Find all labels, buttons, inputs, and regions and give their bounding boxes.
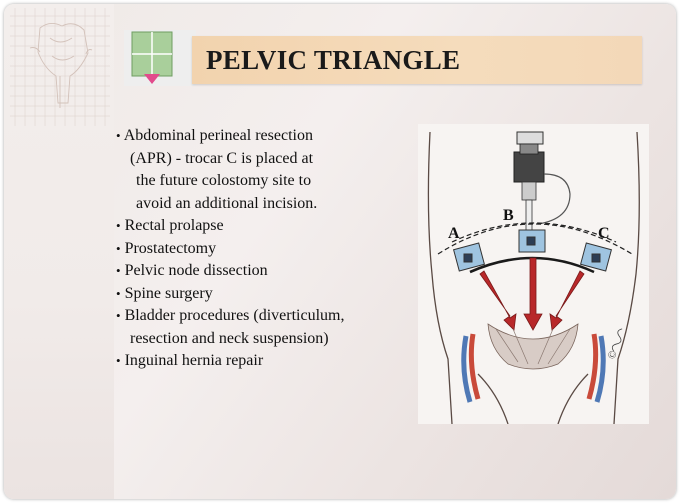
bullet-text: Prostatectomy <box>124 239 217 257</box>
bullet-item-pelvic-node-dissection: • Pelvic node dissection <box>116 260 416 283</box>
label-b: B <box>503 207 514 224</box>
bullet-text: Bladder procedures (diverticulum, <box>124 307 345 324</box>
bullet-item-bladder-procedures: • Bladder procedures (diverticulum, rese… <box>116 305 416 350</box>
bullet-marker: • <box>116 353 121 368</box>
bullet-text: Spine surgery <box>124 284 213 302</box>
anatomy-sketch-watermark <box>10 8 110 126</box>
bullet-text-continued: (APR) - trocar C is placed at <box>130 149 314 167</box>
label-c: C <box>598 225 610 242</box>
dashed-arc <box>437 222 633 255</box>
title-banner: PELVIC TRIANGLE <box>192 36 642 84</box>
bullet-marker: • <box>116 308 121 323</box>
bullet-text: Rectal prolapse <box>124 217 224 234</box>
bullet-text: Inguinal hernia repair <box>124 352 264 369</box>
slide: PELVIC TRIANGLE • Abdominal perineal res… <box>4 4 676 499</box>
trocar-b-icon <box>518 229 546 253</box>
pelvic-anatomy <box>461 323 606 403</box>
bullet-marker: • <box>116 128 121 143</box>
bullet-item-rectal-prolapse: • Rectal prolapse <box>116 215 416 238</box>
trocar-c-icon <box>579 242 613 272</box>
bullet-marker: • <box>116 218 121 233</box>
bullet-text: Pelvic node dissection <box>124 262 268 279</box>
bullet-list: • Abdominal perineal resection (APR) - t… <box>116 125 416 373</box>
bullet-item-spine-surgery: • Spine surgery <box>116 283 416 306</box>
trocar-a-icon <box>452 242 486 272</box>
bullet-item-apr: • Abdominal perineal resection (APR) - t… <box>116 125 416 215</box>
label-a: A <box>448 225 460 242</box>
bullet-text-continued: avoid an additional incision. <box>136 194 318 212</box>
bullet-text-continued: the future colostomy site to <box>136 172 312 189</box>
trocar-placement-illustration: A B C © <box>418 124 649 424</box>
torso-outline <box>427 131 640 424</box>
decorative-side-strip <box>4 4 114 499</box>
pelvic-region-logo-icon <box>124 30 196 86</box>
bullet-item-prostatectomy: • Prostatectomy <box>116 238 416 261</box>
direction-arrows <box>479 257 585 331</box>
bullet-text: Abdominal perineal resection <box>123 127 313 144</box>
bullet-marker: • <box>116 263 121 278</box>
bullet-marker: • <box>116 240 121 256</box>
slide-title: PELVIC TRIANGLE <box>206 45 461 75</box>
bullet-marker: • <box>116 285 121 301</box>
bullet-item-inguinal-hernia-repair: • Inguinal hernia repair <box>116 350 416 373</box>
bullet-text-continued: resection and neck suspension) <box>130 329 329 347</box>
laparoscope-camera-icon <box>513 131 571 235</box>
